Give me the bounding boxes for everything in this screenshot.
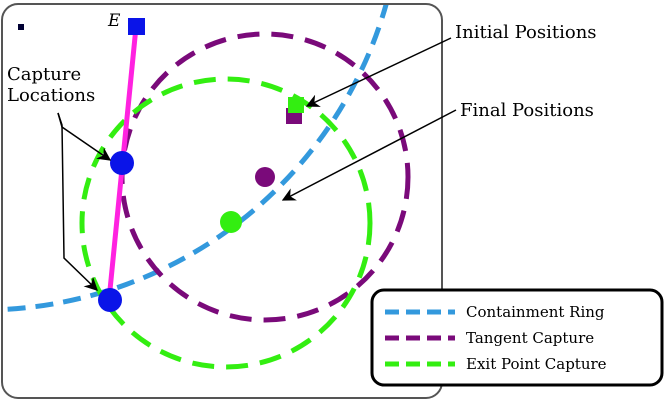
legend-box <box>370 288 664 387</box>
tangent-pursuer-final-dot <box>255 167 275 187</box>
evader-label: E <box>107 11 121 31</box>
legend-label-containment: Containment Ring <box>466 303 605 321</box>
plot-frame <box>1 3 443 399</box>
capture-arrow-lower <box>57 112 98 291</box>
legend-label-tangent: Tangent Capture <box>466 329 594 347</box>
evader-initial-square <box>128 18 145 35</box>
capture-locations-label-line2: Locations <box>7 85 95 106</box>
capture-locations-label-line1: Capture <box>7 64 81 85</box>
initial-positions-arrow <box>305 37 452 107</box>
capture-location-upper <box>110 151 134 175</box>
legend: Containment Ring Tangent Capture Exit Po… <box>370 288 664 387</box>
exit-pursuer-final-dot <box>220 211 242 233</box>
capture-location-lower <box>98 288 122 312</box>
initial-positions-label: Initial Positions <box>455 22 597 43</box>
legend-label-exit: Exit Point Capture <box>466 355 607 373</box>
final-positions-label: Final Positions <box>460 100 594 121</box>
plot-area <box>2 4 411 370</box>
containment-ring <box>2 4 405 313</box>
exit-pursuer-initial-square <box>288 97 304 113</box>
exit-point-capture-circle <box>79 76 373 370</box>
corner-marker <box>18 24 24 30</box>
final-positions-arrow <box>281 109 457 201</box>
